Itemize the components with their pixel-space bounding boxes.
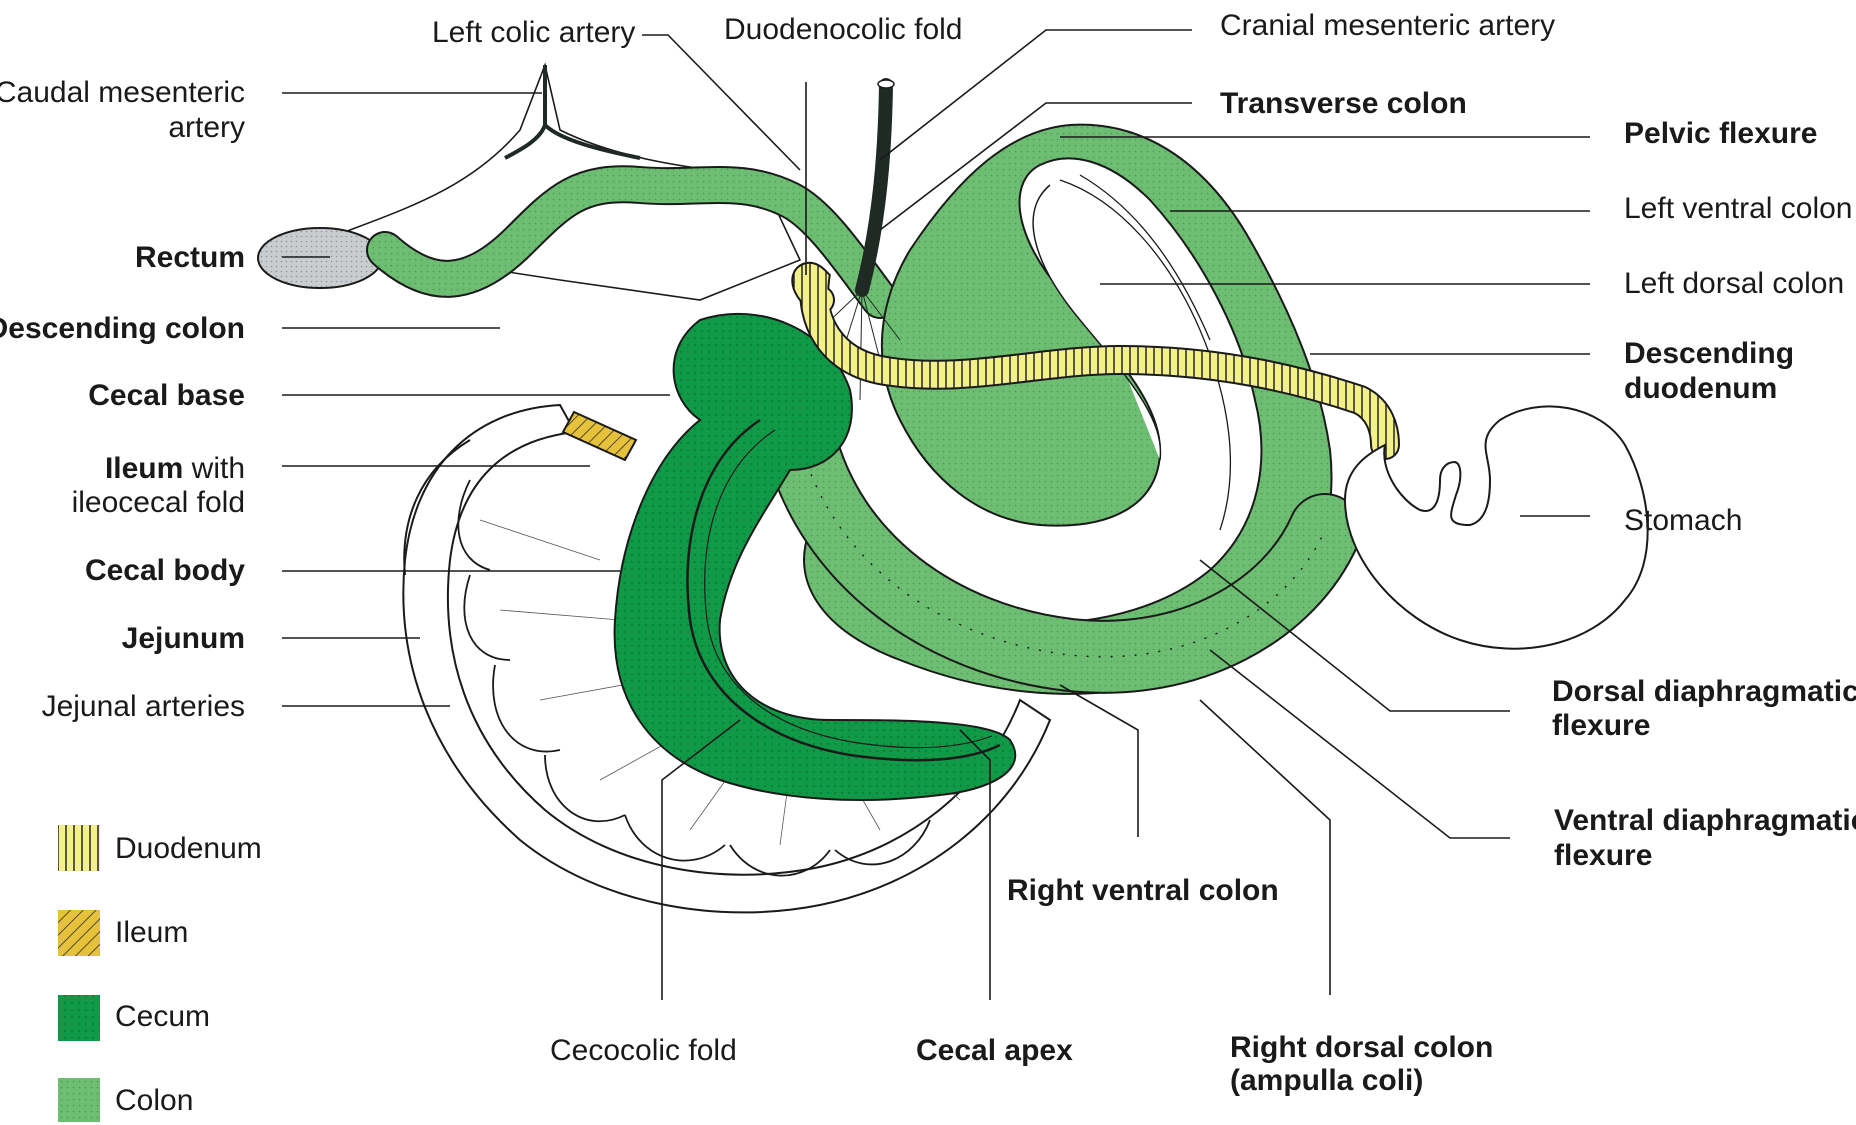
label-left-dorsal-colon: Left dorsal colon <box>1624 267 1844 300</box>
legend-label-colon: Colon <box>115 1084 193 1117</box>
label-ventral-diaphragmatic-flexure-1: Ventral diaphragmatic <box>1554 804 1856 837</box>
label-dorsal-diaphragmatic-flexure-1: Dorsal diaphragmatic <box>1552 675 1856 708</box>
label-ileum: Ileum with <box>105 452 245 485</box>
legend-swatch-colon <box>58 1078 100 1122</box>
label-ileocecal-fold: ileocecal fold <box>72 486 245 519</box>
legend-swatch-cecum <box>58 995 100 1041</box>
label-stomach: Stomach <box>1624 504 1742 537</box>
label-cecal-body: Cecal body <box>85 554 245 587</box>
label-transverse-colon: Transverse colon <box>1220 87 1467 120</box>
label-caudal-mesenteric-artery-2: artery <box>168 111 245 144</box>
label-rectum: Rectum <box>135 241 245 274</box>
ileum-shape <box>563 412 636 460</box>
legend-label-cecum: Cecum <box>115 1000 210 1033</box>
label-descending-duodenum-1: Descending <box>1624 337 1794 370</box>
label-cecal-base: Cecal base <box>88 379 245 412</box>
label-cranial-mesenteric-artery: Cranial mesenteric artery <box>1220 9 1555 42</box>
label-right-dorsal-colon-1: Right dorsal colon <box>1230 1031 1493 1064</box>
label-ileum-rest: with <box>183 452 245 485</box>
label-left-ventral-colon: Left ventral colon <box>1624 192 1852 225</box>
legend-label-ileum: Ileum <box>115 916 188 949</box>
label-ileum-bold: Ileum <box>105 452 183 485</box>
label-dorsal-diaphragmatic-flexure-2: flexure <box>1552 709 1650 742</box>
label-jejunum: Jejunum <box>122 622 245 655</box>
label-caudal-mesenteric-artery-1: Caudal mesenteric <box>0 76 245 109</box>
label-right-dorsal-colon-2: (ampulla coli) <box>1230 1064 1423 1097</box>
legend: Duodenum Ileum Cecum Colon <box>58 825 262 1122</box>
label-ventral-diaphragmatic-flexure-2: flexure <box>1554 839 1652 872</box>
artery-lumen <box>878 80 894 88</box>
label-right-ventral-colon: Right ventral colon <box>1007 874 1279 907</box>
label-duodenocolic-fold: Duodenocolic fold <box>724 13 963 46</box>
rectum-shape <box>258 228 382 288</box>
label-left-colic-artery: Left colic artery <box>432 16 635 49</box>
label-descending-colon: Descending colon <box>0 312 245 345</box>
label-jejunal-arteries: Jejunal arteries <box>42 690 245 723</box>
legend-swatch-ileum <box>58 910 100 956</box>
label-cecocolic-fold: Cecocolic fold <box>550 1034 737 1067</box>
label-descending-duodenum-2: duodenum <box>1624 372 1777 405</box>
label-cecal-apex: Cecal apex <box>916 1034 1073 1067</box>
legend-label-duodenum: Duodenum <box>115 832 262 865</box>
cranial-mesenteric-artery-shape <box>862 85 886 290</box>
legend-swatch-duodenum <box>58 825 100 871</box>
label-pelvic-flexure: Pelvic flexure <box>1624 117 1817 150</box>
